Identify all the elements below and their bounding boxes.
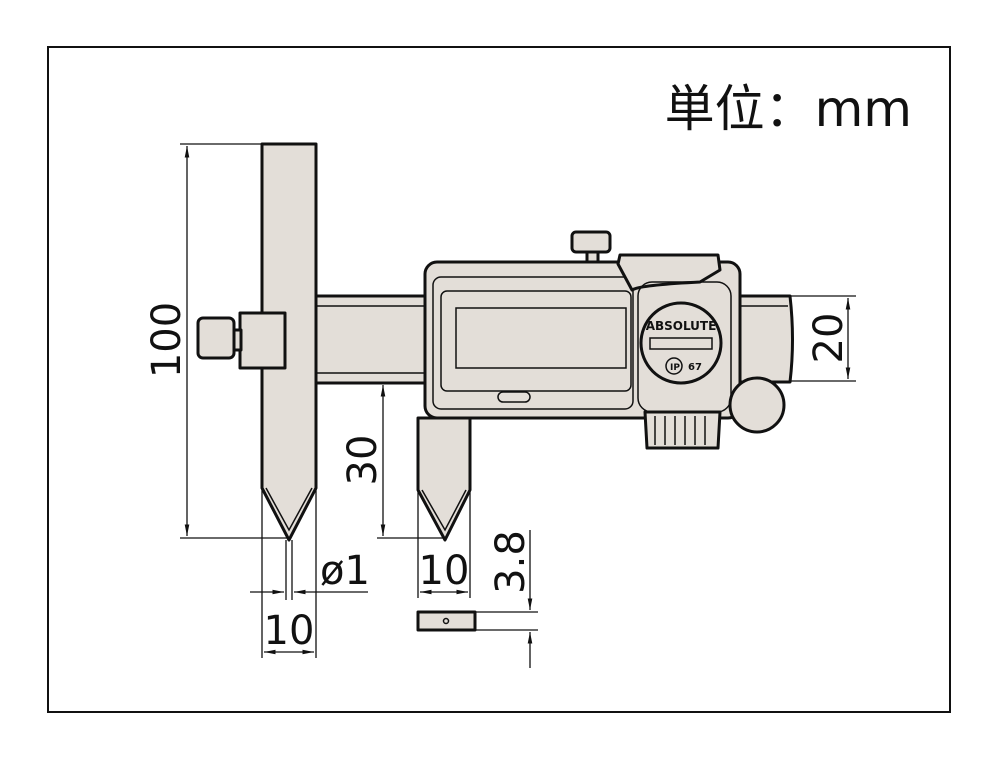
lock-knob[interactable] <box>196 316 236 360</box>
dimension-100: 100 <box>144 143 289 539</box>
dimension-30: 30 <box>340 385 445 539</box>
right-jaw <box>416 416 477 632</box>
lcd-display <box>455 307 627 369</box>
svg-text:IP: IP <box>670 363 680 373</box>
left-jaw <box>196 142 318 542</box>
unit-title: 単位：mm <box>665 80 912 138</box>
ip-rating: 67 <box>688 362 702 373</box>
thumb-roller[interactable] <box>728 376 786 434</box>
svg-text:ø1: ø1 <box>320 548 370 594</box>
jaw-cross-section <box>416 610 477 632</box>
svg-text:30: 30 <box>340 435 386 486</box>
svg-text:100: 100 <box>144 302 190 378</box>
svg-text:3.8: 3.8 <box>488 530 534 594</box>
dimension-3-8: 3.8 <box>475 530 538 668</box>
svg-text:10: 10 <box>264 608 315 654</box>
dial-badge <box>639 301 723 385</box>
dimension-left-width: 10 <box>261 488 317 658</box>
button-slot <box>497 391 531 403</box>
beam <box>314 294 794 385</box>
svg-text:10: 10 <box>419 548 470 594</box>
brand-logo: ABSOLUTE <box>646 319 717 333</box>
frame <box>47 46 951 713</box>
grip <box>643 410 722 450</box>
slider-body: ABSOLUTE IP 67 <box>423 230 786 450</box>
dimension-20: 20 <box>790 295 856 382</box>
ip-icon <box>665 357 683 375</box>
dimension-tip: ø1 <box>250 540 370 600</box>
dimension-right-width: 10 <box>417 490 471 598</box>
svg-text:20: 20 <box>806 313 852 364</box>
top-button[interactable] <box>570 230 612 254</box>
